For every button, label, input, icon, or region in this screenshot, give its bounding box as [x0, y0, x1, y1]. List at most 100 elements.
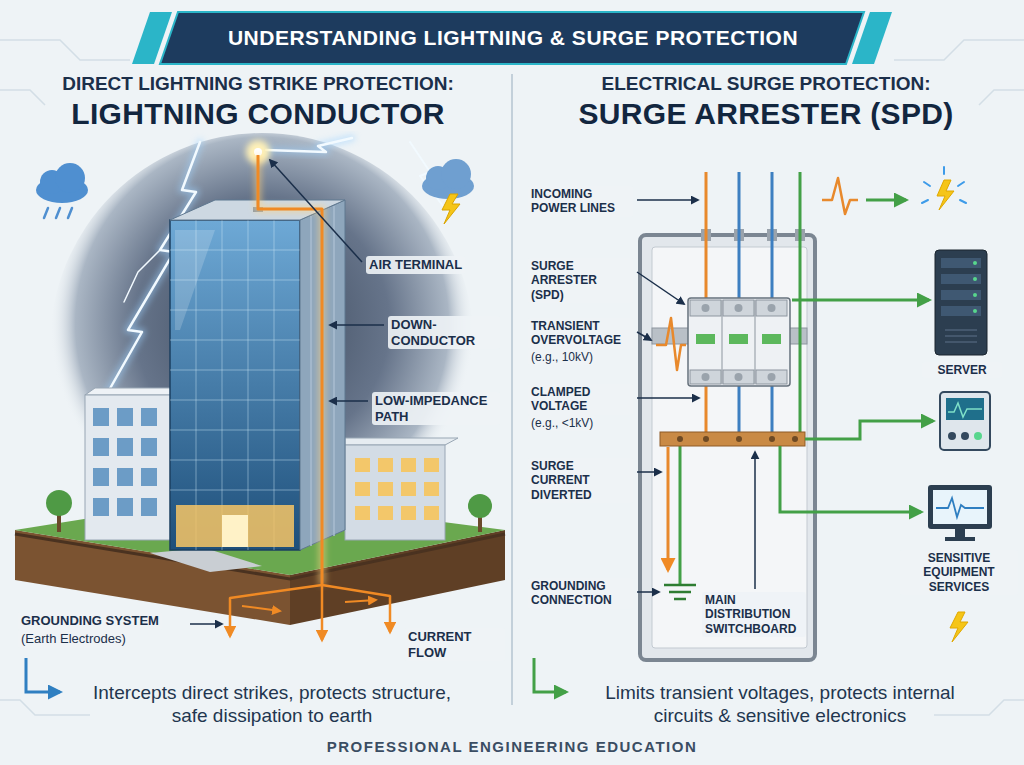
rack-icon	[973, 277, 977, 281]
enclosure	[652, 247, 807, 648]
wire	[705, 172, 708, 300]
rack-icon	[945, 330, 977, 342]
breaker-module	[690, 370, 721, 384]
meter-icon	[948, 432, 956, 440]
copper-path	[242, 606, 280, 611]
note-text: (Earth Electrodes)	[18, 630, 129, 648]
wing	[141, 498, 157, 516]
rain-cloud	[44, 208, 72, 218]
rack-icon	[973, 293, 977, 297]
bus-bar	[660, 432, 805, 446]
wing	[401, 458, 416, 472]
summary-text: Limits transient voltages, protects inte…	[580, 682, 980, 728]
breaker-module	[756, 370, 787, 384]
wire	[771, 172, 774, 300]
label-text: CURRENT FLOW	[405, 628, 505, 661]
leader-line	[637, 591, 659, 593]
wing	[93, 498, 109, 516]
bolt-line	[124, 250, 160, 302]
wing	[85, 395, 175, 540]
meter-icon	[961, 432, 969, 440]
screen-icon	[955, 529, 965, 537]
wing	[378, 482, 393, 496]
copper-path	[321, 585, 324, 640]
screen-icon	[928, 485, 992, 529]
wing	[141, 468, 157, 486]
meter-icon	[974, 432, 982, 440]
rack-icon	[973, 261, 977, 265]
panel-divider	[511, 74, 513, 705]
heading-text: LIGHTNING CONDUCTOR	[12, 96, 504, 132]
tower	[176, 505, 294, 547]
wing	[345, 438, 458, 445]
wing	[378, 458, 393, 472]
label-text: DOWN-CONDUCTOR	[388, 316, 500, 349]
storm-cloud	[441, 159, 471, 189]
circuit-trace	[0, 90, 45, 105]
breaker-module	[768, 304, 776, 312]
tower	[170, 220, 300, 550]
ground-symbol	[664, 585, 696, 599]
wing	[378, 506, 393, 520]
screen-icon	[945, 537, 975, 541]
note-text: (e.g., 10kV)	[528, 349, 596, 365]
breaker-module	[702, 373, 710, 381]
leader-line	[637, 199, 698, 201]
leader-line	[637, 200, 755, 592]
title-text: UNDERSTANDING LIGHTNING & SURGE PROTECTI…	[178, 26, 848, 50]
enclosure	[640, 229, 815, 660]
breaker-module	[729, 334, 748, 344]
leader-line	[637, 397, 699, 399]
spark-icon	[922, 167, 966, 210]
tower	[170, 220, 300, 550]
circuit-trace	[894, 40, 1024, 60]
mast	[254, 148, 262, 156]
wing	[345, 445, 445, 540]
circuit-trace	[0, 40, 130, 60]
meter-icon	[940, 392, 990, 450]
label-text: LOW-IMPEDANCE PATH	[372, 392, 500, 425]
rack-icon	[973, 309, 977, 313]
feed-arrow	[805, 421, 933, 439]
wing	[93, 408, 157, 516]
label-text: INCOMING POWER LINES	[528, 186, 633, 217]
breaker-module	[722, 300, 755, 384]
spike-glyph	[822, 178, 858, 214]
wing	[93, 438, 109, 456]
label-text: SURGE CURRENT DIVERTED	[528, 458, 633, 503]
wing	[117, 408, 133, 426]
leader-line	[330, 324, 384, 326]
bus-bar	[736, 436, 742, 442]
breaker-module	[723, 300, 754, 316]
rack-icon	[941, 258, 981, 268]
bolt-line	[266, 138, 352, 152]
wing	[401, 482, 416, 496]
bus-bar	[769, 436, 775, 442]
breaker-module	[690, 300, 721, 316]
bus-bar	[677, 436, 683, 442]
meter-icon	[946, 398, 984, 420]
leader-line	[270, 160, 362, 262]
copper-path	[345, 600, 376, 602]
circuit-trace	[0, 40, 1024, 715]
breaker-module	[696, 334, 715, 344]
rack-icon	[935, 250, 987, 355]
rack-icon	[941, 290, 981, 300]
wing	[355, 506, 370, 520]
surge-arrow	[667, 447, 670, 570]
bent-arrow	[534, 658, 566, 692]
tower	[175, 230, 215, 330]
feed-arrow	[792, 299, 929, 302]
meter-icon	[948, 403, 982, 417]
rain-cloud	[36, 163, 88, 218]
bolt-line	[266, 138, 352, 152]
wing	[424, 482, 439, 496]
label-text: MAIN DISTRIBUTION SWITCHBOARD	[702, 592, 806, 637]
label-text: SURGE ARRESTER (SPD)	[528, 258, 633, 303]
bent-arrow	[534, 658, 566, 692]
pe-wire	[679, 446, 682, 585]
storm-cloud	[442, 194, 460, 224]
breaker-module	[768, 373, 776, 381]
circuit-trace	[979, 90, 1024, 105]
label-text: AIR TERMINAL	[366, 256, 465, 274]
